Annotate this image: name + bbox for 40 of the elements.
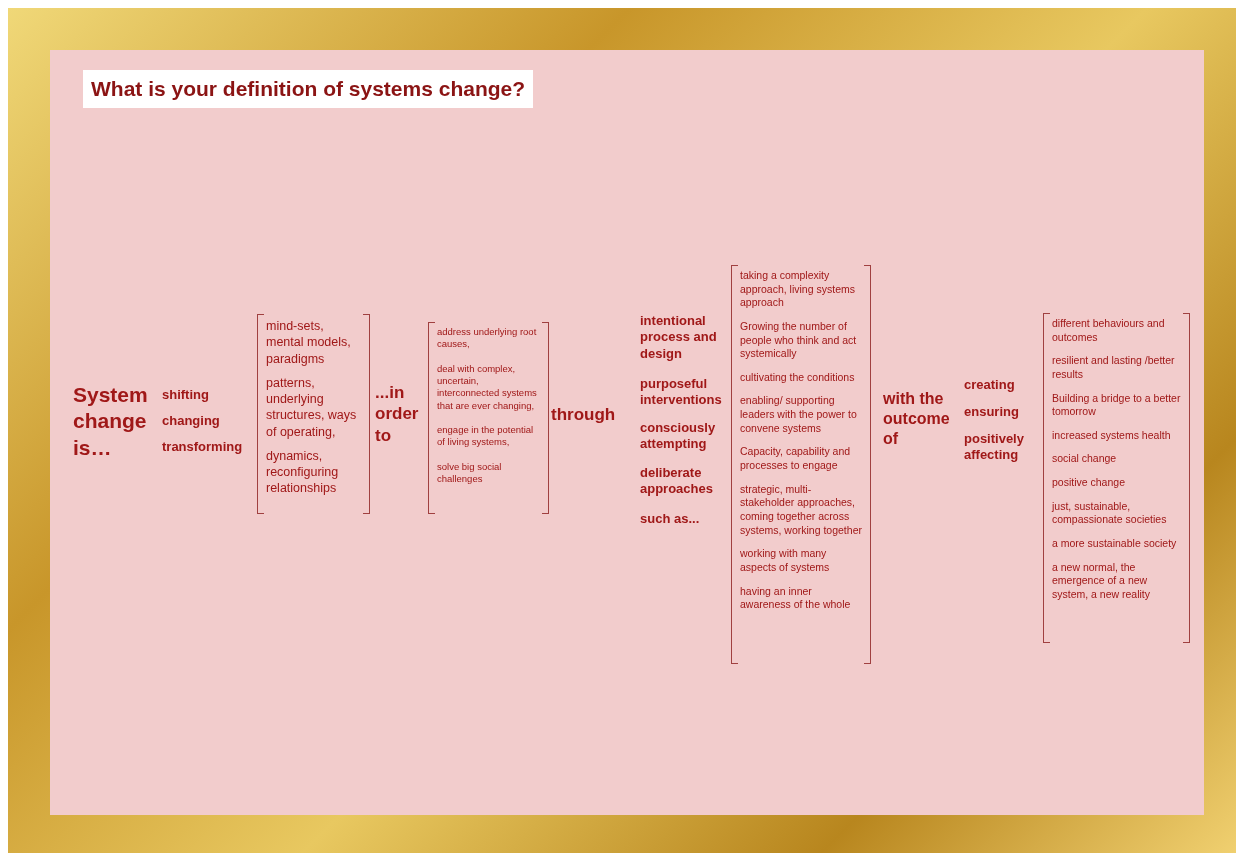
list-item: deal with complex, uncertain, interconnected systems that are ever changing, <box>437 362 538 413</box>
verb-label: positively affecting <box>964 431 1025 464</box>
verb-label: transforming <box>162 439 244 456</box>
list-item: mind-sets, mental models, paradigms <box>266 318 352 367</box>
list-item: patterns, underlying structures, ways of operating, <box>266 374 358 440</box>
list-item: a new normal, the emergence of a new system, a new reality <box>1052 560 1152 602</box>
list-item: engage in the potential of living systems, <box>437 424 535 449</box>
means-label: intentional process and design <box>640 313 718 362</box>
list-item: strategic, multi-stakeholder approaches, coming together across systems, working together <box>740 482 863 538</box>
means-label: such as... <box>640 511 701 528</box>
verb-label: ensuring <box>964 404 1020 421</box>
connector-phrase: through <box>551 404 617 426</box>
title: What is your definition of systems change? <box>83 70 534 108</box>
verb-label: changing <box>162 413 221 430</box>
list-item: social change <box>1052 452 1118 467</box>
verb-label: creating <box>964 377 1016 394</box>
list-item: resilient and lasting /better results <box>1052 354 1176 382</box>
means-label: purposeful interventions <box>640 376 723 409</box>
connector-phrase: ...in order to <box>375 382 420 446</box>
list-item: a more sustainable society <box>1052 537 1178 551</box>
connector-phrase: with the outcome of <box>883 389 951 449</box>
list-item: Capacity, capability and processes to engage <box>740 445 852 473</box>
verb-label: shifting <box>162 387 210 404</box>
lead-phrase: System change is… <box>73 382 149 461</box>
means-label: consciously attempting <box>640 420 717 453</box>
means-label: deliberate approaches <box>640 465 714 498</box>
list-item: solve big social challenges <box>437 460 503 486</box>
list-item: address underlying root causes, <box>437 326 538 351</box>
list-item: just, sustainable, compassionate societies <box>1052 499 1168 528</box>
list-item: Building a bridge to a better tomorrow <box>1052 391 1182 419</box>
list-item: cultivating the conditions <box>740 370 856 385</box>
list-item: taking a complexity approach, living systems approach <box>740 269 856 310</box>
list-item: having an inner awareness of the whole <box>740 584 852 612</box>
list-item: different behaviours and outcomes <box>1052 317 1166 345</box>
list-item: enabling/ supporting leaders with the power to convene systems <box>740 394 858 436</box>
list-item: working with many aspects of systems <box>740 547 831 575</box>
list-item: increased systems health <box>1052 428 1172 443</box>
list-item: dynamics, reconfiguring relationships <box>266 447 340 497</box>
list-item: Growing the number of people who think and act systemically <box>740 319 858 361</box>
list-item: positive change <box>1052 476 1126 490</box>
